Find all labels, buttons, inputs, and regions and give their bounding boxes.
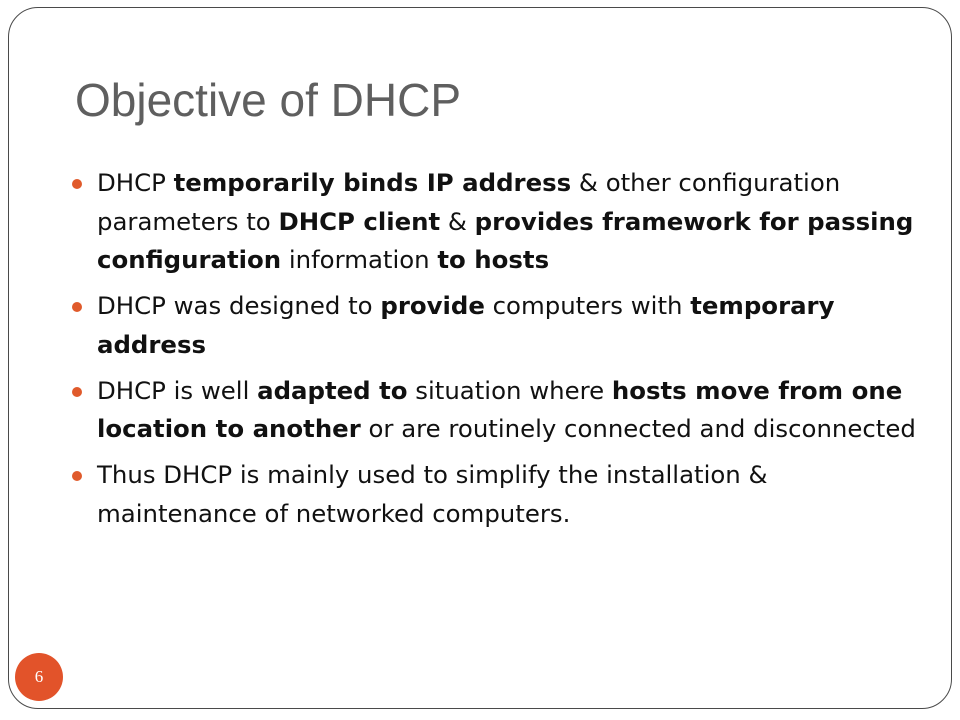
bullet-emphasis: DHCP client [278, 206, 441, 236]
bullet-text: DHCP was designed to [97, 291, 381, 320]
bullet-text: & other configuration parameters to [97, 168, 841, 236]
bullet-emphasis: adapted to [257, 375, 408, 405]
bullet-emphasis: to hosts [437, 245, 550, 274]
bullet-emphasis: provide [380, 291, 485, 320]
bullet-text: Thus DHCP is mainly used to simplify the… [97, 460, 768, 528]
bullet-text: DHCP is well [97, 375, 258, 405]
slide-frame: Objective of DHCP DHCP temporarily binds… [8, 7, 952, 709]
bullet-text: or are routinely connected and disconnec… [360, 414, 916, 443]
bullet-item: Thus DHCP is mainly used to simplify the… [72, 456, 932, 533]
page-number-badge: 6 [15, 653, 63, 701]
bullet-emphasis: temporary address [97, 291, 835, 359]
bullet-text: DHCP [97, 168, 174, 197]
bullet-emphasis: temporarily binds IP address [173, 168, 572, 197]
bullet-emphasis: hosts move from one location to another [97, 375, 903, 444]
bullet-text: & [440, 206, 475, 236]
bullet-text: computers with [484, 291, 691, 320]
bullet-item: DHCP was designed to provide computers w… [72, 287, 932, 364]
bullet-item: DHCP is well adapted to situation where … [72, 372, 932, 449]
slide-title: Objective of DHCP [75, 74, 462, 126]
bullet-item: DHCP temporarily binds IP address & othe… [72, 164, 932, 280]
bullet-text: situation where [407, 375, 612, 405]
bullet-emphasis: provides framework for passing configura… [97, 206, 914, 275]
bullet-text: information [281, 245, 438, 274]
bullet-list: DHCP temporarily binds IP address & othe… [72, 164, 932, 541]
